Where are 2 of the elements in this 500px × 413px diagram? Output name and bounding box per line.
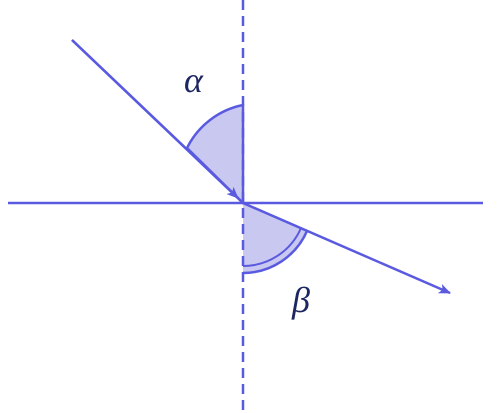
angle-label: β: [292, 282, 310, 318]
angle-label: α: [184, 62, 203, 98]
